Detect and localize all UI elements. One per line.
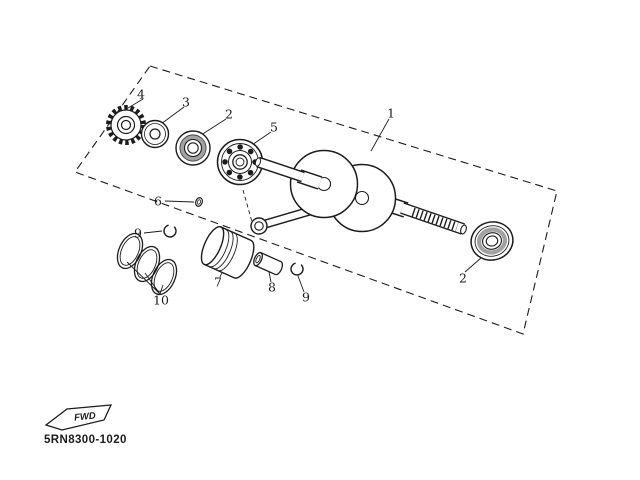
piston-pin-part	[253, 251, 284, 276]
callout-dowel-pin: 6	[154, 194, 162, 209]
callout-labels: 4 3 2 5 1 6 9 7 8 9 2 10	[134, 87, 467, 308]
callout-clip-left: 9	[134, 226, 142, 241]
crankshaft-part	[250, 149, 467, 235]
callout-piston-rings: 10	[153, 293, 169, 308]
washer-part	[140, 119, 170, 149]
callout-bearing-left: 2	[225, 107, 233, 122]
fwd-label: FWD	[74, 410, 97, 423]
callout-clip-right: 9	[302, 290, 310, 305]
callout-washer: 3	[182, 95, 190, 110]
gear-part	[106, 105, 146, 145]
circlip-right-part	[290, 262, 304, 276]
callout-bearing-right: 2	[459, 271, 467, 286]
bearing-right-part	[470, 221, 514, 261]
callout-crankshaft: 1	[387, 106, 395, 121]
catalog-code: 5RN8300-1020	[44, 434, 127, 446]
callout-piston-pin: 8	[268, 280, 276, 295]
callout-big-bearing: 5	[270, 120, 278, 135]
callout-gear: 4	[137, 87, 145, 102]
circlip-left-part	[163, 224, 177, 238]
fwd-flag-icon: FWD	[44, 404, 113, 431]
assembly-boundary	[74, 65, 558, 335]
big-bearing-part	[216, 138, 264, 186]
piston-part	[200, 225, 255, 279]
callout-piston: 7	[214, 275, 222, 290]
piston-rings-part	[116, 232, 178, 296]
dowel-pin-part	[195, 197, 203, 207]
bearing-left-part	[175, 130, 211, 166]
